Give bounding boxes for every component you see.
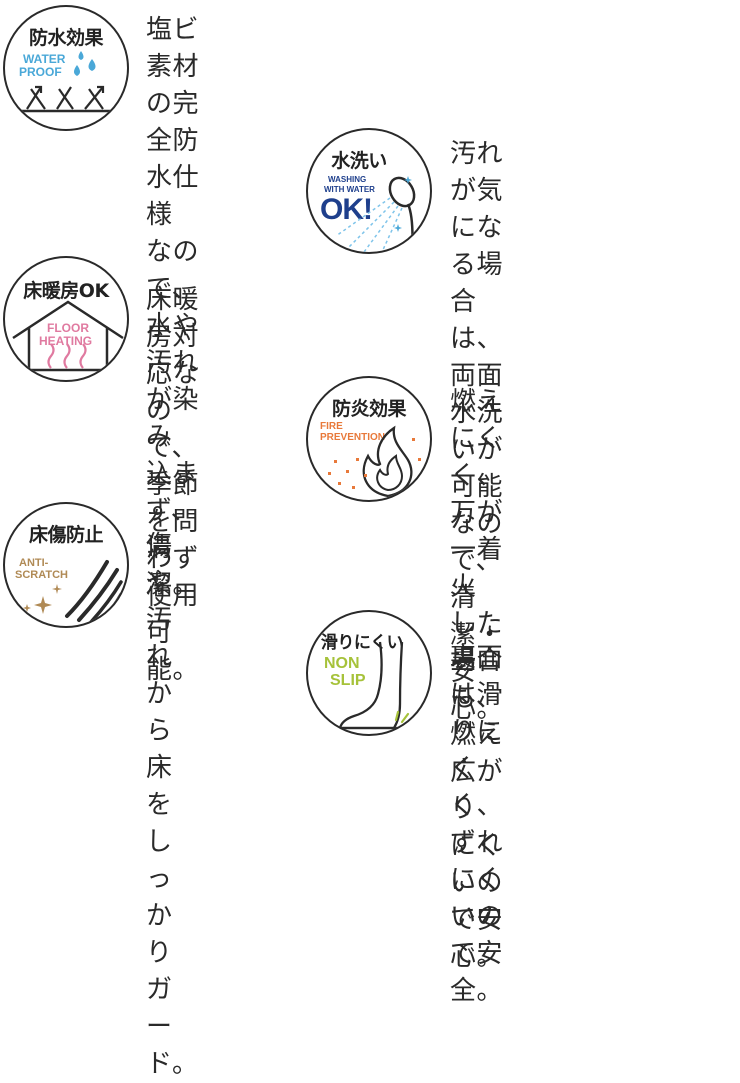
badge-sub-line1: ANTI- [19, 557, 49, 569]
badge-sub-line1: NON [324, 655, 360, 672]
non-slip-badge: 滑りにくい NON SLIP [306, 610, 432, 736]
washable-badge: 水洗い WASHING WITH WATER OK! [306, 128, 432, 254]
anti-scratch-badge: 床傷防止 ANTI- SCRATCH [3, 502, 129, 628]
foot-icon [330, 641, 418, 730]
badge-sub-line1: WASHING [328, 175, 367, 184]
desc-line: 込まず、清潔。 [146, 459, 200, 600]
badge-big-ok: OK! [320, 193, 373, 226]
badge-sub-line2: WITH WATER [324, 185, 375, 194]
floor-heating-description: 床暖房対応なので、季節 を問わず使用可能。 [146, 282, 199, 689]
desc-line: 床暖房対応なので、季節 [146, 285, 200, 500]
badge-sub-line2: HEATING [39, 334, 93, 348]
badge-sub-line2: SCRATCH [15, 569, 68, 581]
badge-title: 水洗い [331, 150, 387, 172]
badge-sub-line1: WATER [23, 52, 66, 66]
desc-line: で、清潔・安心。 [450, 546, 504, 724]
waterproof-badge: 防水効果 WATER PROOF [3, 5, 129, 131]
badge-title: 防炎効果 [331, 398, 407, 420]
badge-sub-line2: PROOF [19, 65, 62, 79]
desc-line: 両面水洗いが可能なの [450, 361, 504, 539]
badge-sub-line2: PREVENTION [320, 432, 386, 443]
desc-line: りガード。 [146, 938, 199, 1079]
house-heating-icon [12, 300, 124, 372]
shower-head-icon [335, 176, 416, 252]
desc-line: を問わず使用可能。 [146, 507, 200, 685]
scratch-marks-icon [23, 560, 123, 624]
desc-line: 燃えにくく、万が一着火 [450, 387, 504, 602]
badge-sub-line1: FIRE [320, 421, 343, 432]
badge-sub-line1: FLOOR [47, 321, 89, 335]
desc-line: 裏面は滑りにくく、ずれ [450, 643, 504, 858]
badge-sub-line2: SLIP [330, 672, 366, 689]
water-drops-arrows-icon [19, 51, 117, 113]
flame-retardant-badge: 防炎効果 FIRE PREVENTION [306, 376, 432, 502]
washable-description: 汚れが気になる場合は、 両面水洗いが可能なの で、清潔・安心。 [450, 136, 503, 728]
desc-line: なので、水や汚れが染み [146, 237, 200, 452]
desc-line: 汚れが気になる場合は、 [450, 139, 504, 354]
badge-title: 床暖房OK [23, 280, 109, 302]
badge-title: 防水効果 [28, 27, 104, 49]
anti-scratch-description: 傷や汚れから床をしっか りガード。 [146, 528, 198, 1083]
badge-title: 滑りにくい [320, 633, 404, 653]
desc-line: 傷や汚れから床をしっか [146, 531, 173, 931]
non-slip-description: 裏面は滑りにくく、ずれ にくいので安全。 [450, 640, 503, 1010]
floor-heating-badge: 床暖房OK FLOOR HEATING [3, 256, 129, 382]
desc-line: 塩ビ素材の完全防水仕様 [146, 15, 200, 230]
desc-line: にくいので安全。 [450, 865, 504, 1006]
waterproof-description: 塩ビ素材の完全防水仕様 なので、水や汚れが染み 込まず、清潔。 [146, 12, 199, 604]
badge-title: 床傷防止 [28, 524, 104, 546]
flame-icon [328, 425, 421, 498]
